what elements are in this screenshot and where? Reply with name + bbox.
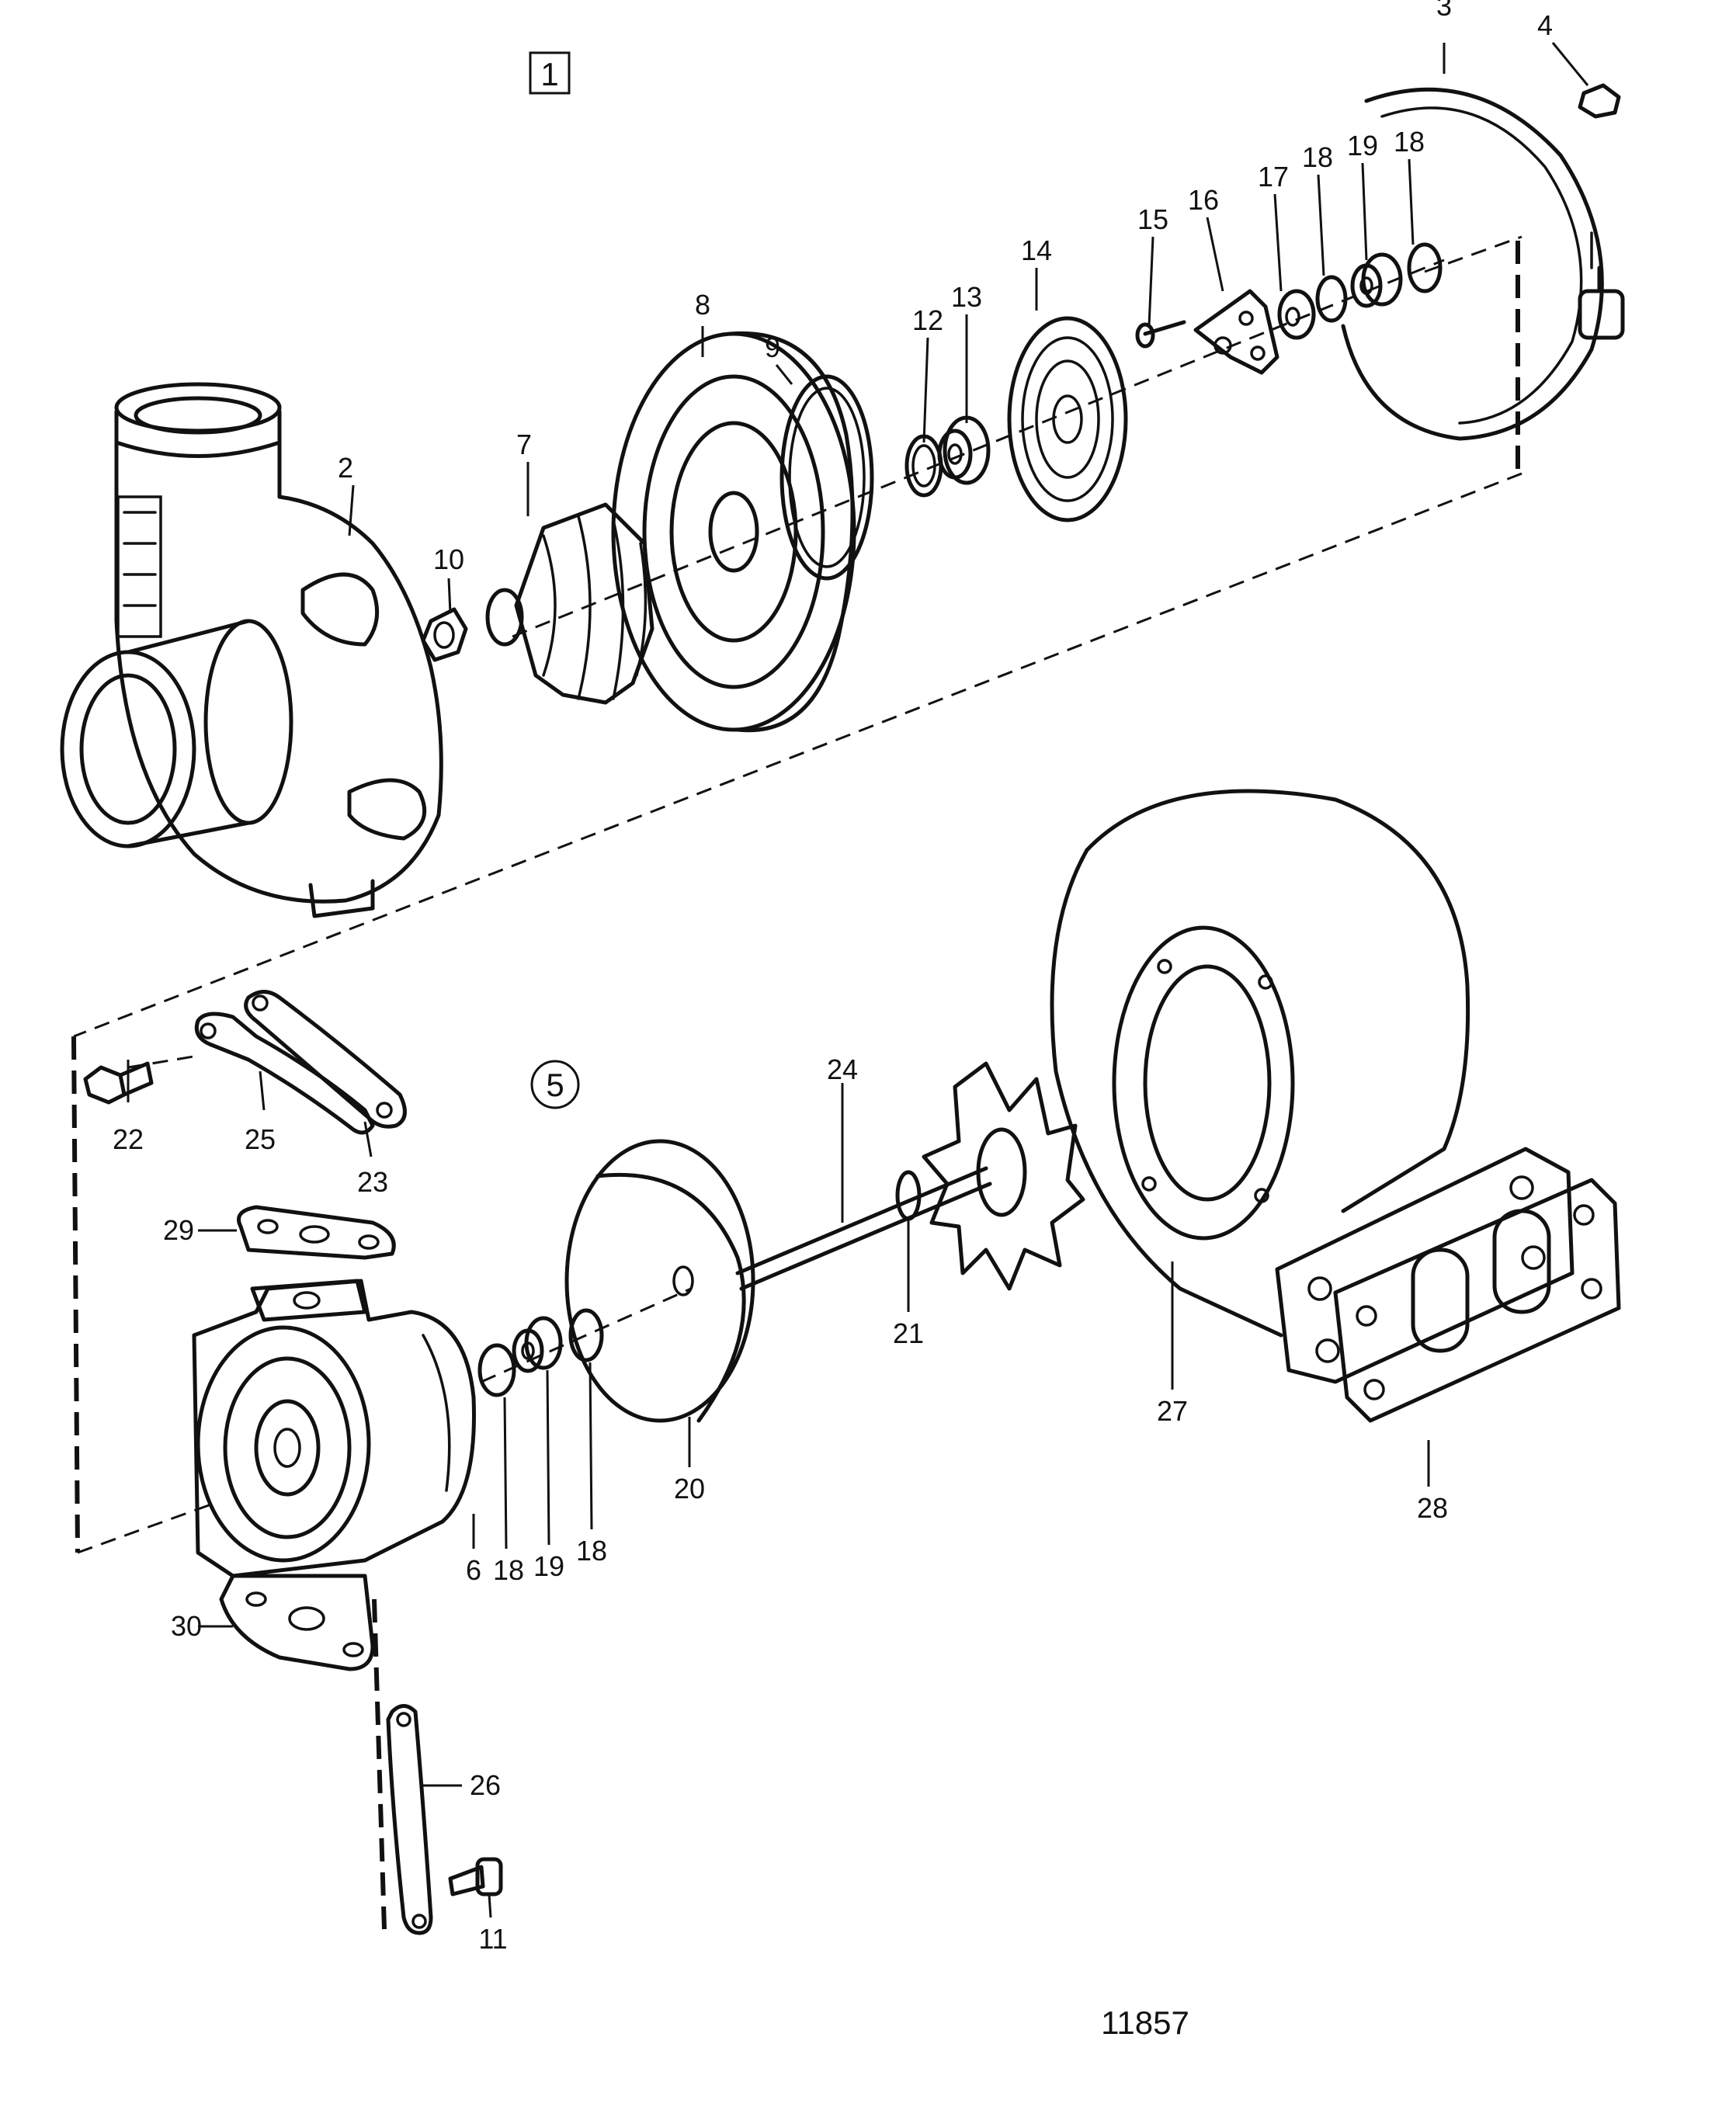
o-ring-9 [779,374,874,581]
callout-8: 8 [695,289,710,321]
callout-24: 24 [827,1053,858,1085]
drawing-number: 11857 [1101,2004,1189,2041]
callout-labels: 2 3 4 7 8 9 10 12 13 14 15 16 17 18 19 1… [113,0,1553,1955]
plate-23 [244,990,407,1129]
callout-25: 25 [245,1123,276,1155]
gasket-28 [1333,1178,1621,1423]
group-mark-5: 5 [530,1060,580,1109]
callout-21: 21 [893,1317,924,1349]
callout-10: 10 [433,543,464,575]
assembly-axes [71,235,1522,1930]
circlip-18-lower-b [568,1308,604,1362]
turbine-flange [1275,1147,1575,1384]
group-mark-1: 1 [529,51,571,95]
shaft-24 [735,1166,992,1291]
callout-12: 12 [912,304,943,336]
compressor-wheel [485,502,654,705]
callout-18-lower-b: 18 [576,1535,607,1567]
circlip-18-upper-a [1315,275,1348,323]
plate-26 [386,1704,433,1935]
gasket-29 [237,1205,396,1260]
callout-22: 22 [113,1123,144,1155]
turbine-housing-27 [1050,789,1470,1338]
callout-15: 15 [1137,203,1168,235]
callout-20: 20 [674,1473,705,1504]
thrust-collar-13 [937,415,991,485]
callout-14: 14 [1021,234,1052,266]
bearing-19-lower [512,1316,563,1373]
callout-2: 2 [338,452,353,484]
gasket-30 [219,1574,375,1671]
v-band-clamp-3 [1341,87,1625,441]
callout-30: 30 [171,1610,202,1642]
piston-ring-12 [904,434,943,498]
callout-18-upper-b: 18 [1394,126,1425,158]
leader-lines [127,42,1589,1918]
bearing-19-upper [1350,252,1403,308]
callout-3: 3 [1436,0,1452,22]
callout-18-lower-a: 18 [493,1554,524,1586]
callout-19-lower: 19 [533,1550,564,1582]
bearing-housing-6 [192,1279,476,1578]
circlip-18-lower-a [477,1343,516,1397]
callout-9: 9 [765,331,780,363]
heat-shield-20 [564,1139,755,1423]
compressor-back-plate [611,331,856,733]
svg-text:5: 5 [546,1067,564,1103]
callout-19-upper: 19 [1347,130,1378,161]
callout-27: 27 [1157,1395,1188,1427]
lock-nut-10 [421,607,468,662]
callout-13: 13 [951,281,982,313]
callout-4: 4 [1537,9,1553,41]
callout-18-upper-a: 18 [1302,141,1333,173]
svg-text:1: 1 [540,56,558,92]
callout-7: 7 [516,429,532,460]
screw-15 [1135,320,1186,349]
plate-25 [194,1012,375,1135]
piston-ring-21 [895,1170,922,1221]
oil-deflector-14 [1007,316,1128,522]
thrust-bearing-16 [1193,289,1279,375]
circlip-18-upper-b [1407,242,1443,293]
callout-29: 29 [163,1214,194,1246]
compressor-housing [60,382,443,918]
callout-28: 28 [1417,1492,1448,1524]
callout-6: 6 [466,1554,481,1586]
callout-16: 16 [1188,184,1219,216]
callout-23: 23 [357,1166,388,1198]
bolt-22 [83,1061,154,1105]
screw-11 [448,1857,503,1897]
callout-17: 17 [1258,161,1289,193]
callout-26: 26 [470,1769,501,1801]
callout-11: 11 [478,1923,507,1955]
spacer-17 [1277,289,1316,340]
nut-4 [1578,83,1621,119]
turbine-wheel [922,1061,1085,1291]
